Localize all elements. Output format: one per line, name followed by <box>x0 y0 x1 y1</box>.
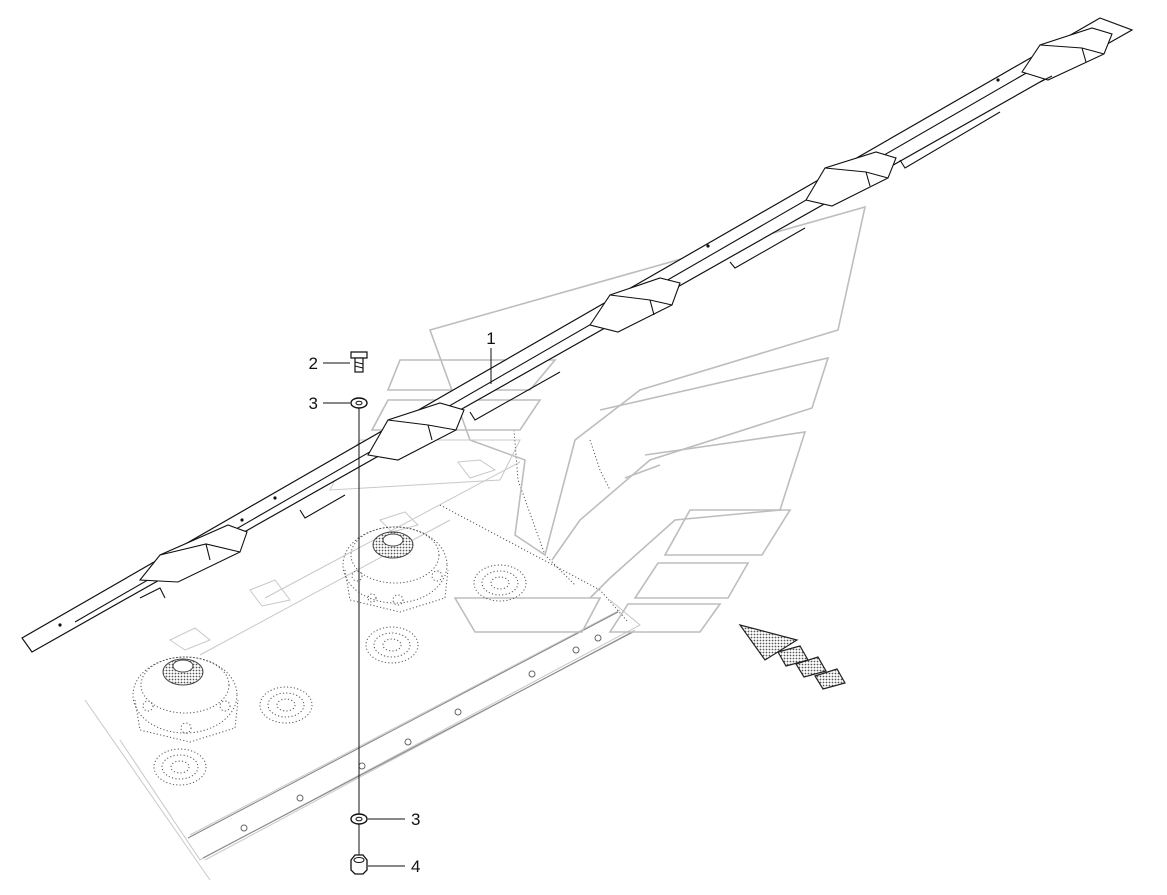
callout-2: 2 <box>309 354 318 373</box>
washer-part-3-top <box>350 397 368 409</box>
callout-3-top: 3 <box>309 394 318 413</box>
callout-3-bottom: 3 <box>411 810 420 829</box>
disc-hub-center <box>342 526 449 613</box>
callout-4: 4 <box>411 857 420 876</box>
wear-plate <box>589 277 681 333</box>
disc-hub-left <box>132 656 239 743</box>
callout-1: 1 <box>486 329 495 348</box>
travel-direction-arrow-icon <box>738 623 846 690</box>
guard-strip-part-1 <box>21 17 1134 653</box>
nut-part-4 <box>350 854 368 875</box>
rail-holes <box>240 634 602 832</box>
cutter-bar-housing <box>84 205 867 881</box>
wear-plate <box>805 151 897 207</box>
bearing-rings <box>153 564 527 786</box>
wear-plate <box>1021 27 1113 81</box>
washer-part-3-bottom <box>350 813 368 825</box>
wear-plate <box>138 524 248 583</box>
bolt-part-2 <box>350 351 368 373</box>
wear-plate <box>367 402 465 461</box>
